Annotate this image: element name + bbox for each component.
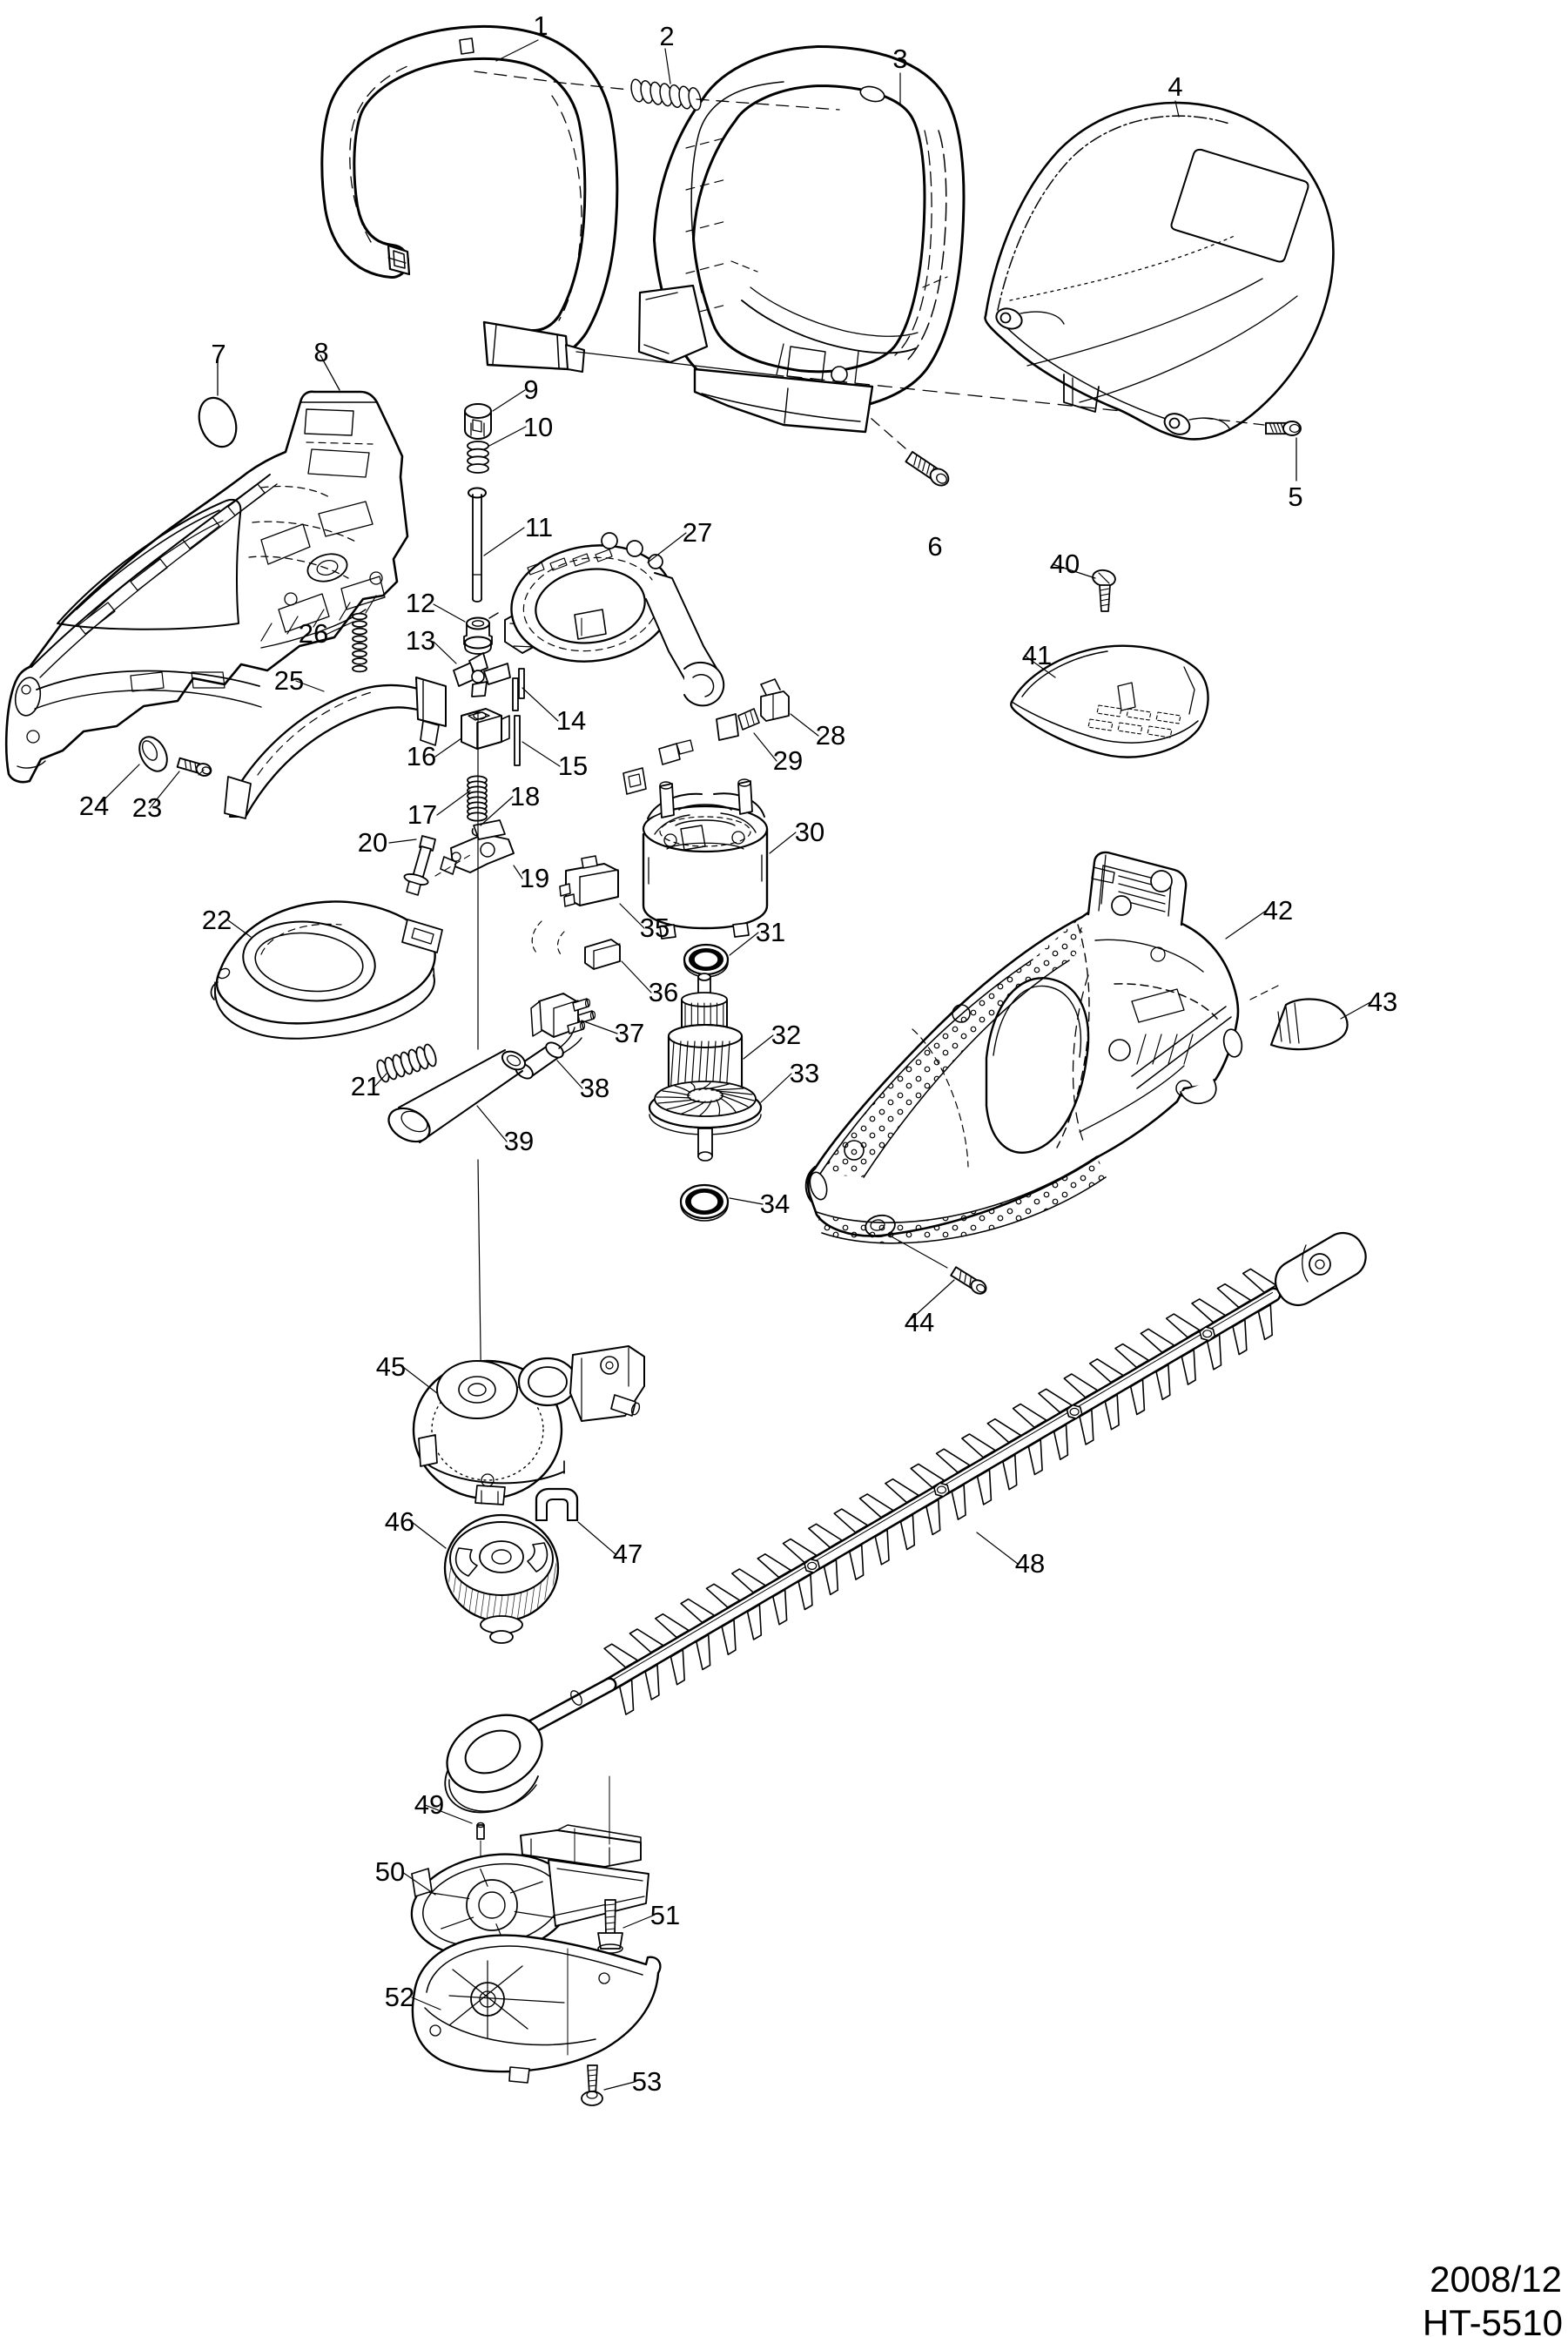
- svg-text:37: 37: [615, 1018, 644, 1048]
- svg-text:24: 24: [79, 791, 109, 821]
- svg-text:9: 9: [523, 374, 538, 405]
- svg-text:7: 7: [211, 339, 225, 369]
- svg-text:31: 31: [756, 917, 785, 947]
- svg-text:HT-5510: HT-5510: [1423, 2302, 1563, 2337]
- svg-text:5: 5: [1288, 482, 1302, 512]
- svg-text:21: 21: [351, 1071, 380, 1101]
- svg-text:16: 16: [407, 741, 436, 771]
- svg-text:27: 27: [683, 517, 712, 548]
- svg-text:39: 39: [504, 1126, 534, 1156]
- svg-text:47: 47: [613, 1539, 643, 1569]
- svg-text:51: 51: [650, 1900, 680, 1930]
- svg-text:30: 30: [795, 817, 824, 847]
- svg-text:19: 19: [520, 863, 549, 893]
- svg-text:34: 34: [760, 1189, 790, 1219]
- svg-text:52: 52: [385, 1982, 414, 2012]
- svg-text:46: 46: [385, 1506, 414, 1537]
- svg-text:2: 2: [659, 21, 674, 51]
- svg-text:32: 32: [771, 1020, 801, 1050]
- svg-text:36: 36: [649, 977, 678, 1007]
- svg-text:20: 20: [358, 827, 387, 858]
- svg-text:42: 42: [1263, 895, 1293, 926]
- svg-text:17: 17: [407, 799, 437, 830]
- svg-text:53: 53: [632, 2066, 662, 2097]
- svg-text:4: 4: [1168, 71, 1182, 102]
- svg-text:18: 18: [510, 781, 540, 812]
- svg-text:49: 49: [414, 1789, 444, 1820]
- svg-text:6: 6: [927, 531, 942, 562]
- svg-text:22: 22: [202, 905, 232, 935]
- svg-text:40: 40: [1050, 549, 1080, 579]
- svg-text:11: 11: [525, 512, 553, 542]
- svg-text:2008/12: 2008/12: [1430, 2259, 1562, 2300]
- svg-text:29: 29: [773, 745, 803, 776]
- svg-text:3: 3: [892, 44, 907, 74]
- svg-text:50: 50: [375, 1856, 405, 1887]
- svg-text:8: 8: [313, 337, 328, 367]
- svg-text:41: 41: [1022, 640, 1052, 670]
- svg-text:14: 14: [556, 705, 586, 736]
- svg-text:48: 48: [1015, 1548, 1045, 1579]
- svg-text:25: 25: [274, 665, 304, 696]
- svg-text:26: 26: [299, 618, 328, 649]
- svg-text:23: 23: [132, 792, 162, 823]
- svg-text:43: 43: [1368, 987, 1397, 1017]
- svg-text:10: 10: [523, 412, 553, 442]
- svg-text:13: 13: [406, 625, 435, 656]
- svg-text:28: 28: [816, 720, 845, 751]
- svg-text:33: 33: [790, 1058, 819, 1088]
- svg-text:12: 12: [406, 588, 435, 618]
- svg-text:1: 1: [533, 10, 548, 41]
- svg-text:38: 38: [580, 1073, 609, 1103]
- svg-text:45: 45: [376, 1351, 406, 1382]
- svg-text:15: 15: [558, 751, 588, 781]
- svg-text:35: 35: [640, 913, 670, 943]
